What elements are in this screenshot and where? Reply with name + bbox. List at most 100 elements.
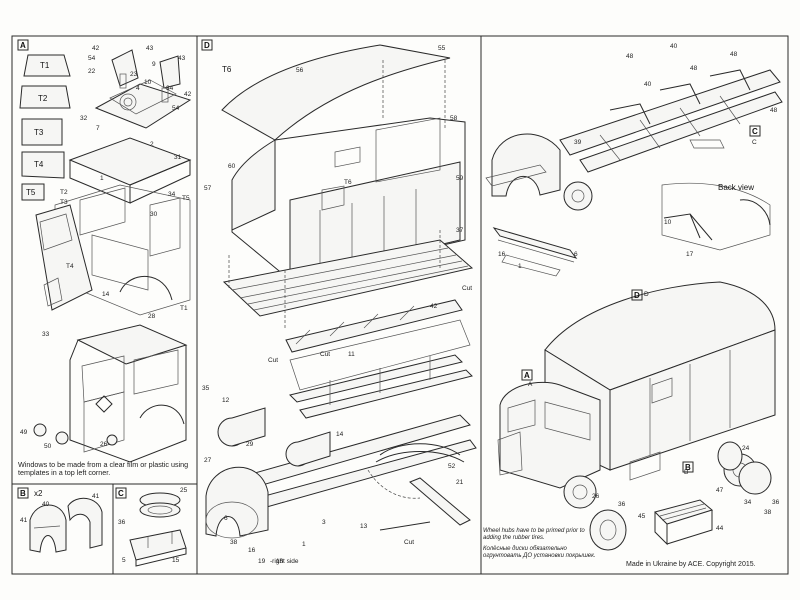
part-number: 39 [574,139,582,146]
chassis-frame [485,69,783,211]
part-number: 6 [224,515,228,522]
part-number: 26 [100,441,108,448]
seat-assembly [94,49,192,129]
part-number: 48 [730,51,738,58]
part-number: 47 [716,487,724,494]
part-number: 1 [518,263,522,270]
part-number: 57 [204,185,212,192]
cab-assembly-lower [33,324,188,463]
part-number: 58 [450,115,458,122]
part-number: 1 [100,175,104,182]
part-number: 36 [772,499,780,506]
part-number: 15 [172,557,180,564]
part-number: T1 [180,305,188,312]
cut-label-3: Cut [320,351,330,358]
part-number: D [644,291,649,298]
part-number: 29 [246,441,254,448]
part-number: 36 [118,519,126,526]
part-number: 45 [638,513,646,520]
part-number: 23 [130,71,138,78]
part-number: 31 [174,154,182,161]
body-box [221,44,466,281]
part-number: T3 [60,199,68,206]
section-box-d [201,39,213,51]
template-label-t6: T6 [222,65,232,74]
part-number: 5 [122,557,126,564]
section-box-a [17,39,29,51]
part-number: 55 [438,45,446,52]
part-number: 2 [150,141,154,148]
side-wall [289,161,461,281]
part-number: 21 [456,479,464,486]
part-number: 54 [172,105,180,112]
part-number: 42 [92,45,100,52]
part-number: A [528,381,533,388]
part-numbers-d: 55 56 58 60 57 T6 59 37 42 11 35 12 29 1… [202,43,780,565]
part-number: 6 [574,251,578,258]
part-number: 27 [204,457,212,464]
part-number: 42 [184,91,192,98]
section-box-b [17,487,29,499]
copyright-text: Made in Ukraine by ACE. Copyright 2015. [626,561,756,568]
part-number: 36 [618,501,626,508]
loose-parts-bottom [589,441,743,551]
part-number: 11 [348,351,355,358]
windows-note: Windows to be made from a clear film or … [18,460,189,478]
section-label-d: D [204,41,210,50]
truck-body-side [609,329,776,471]
section-label-a: A [20,41,26,50]
back-view-label: Back view [718,183,754,192]
part-number: 48 [626,53,634,60]
part-number: 50 [44,443,52,450]
subframe [285,299,473,419]
part-number: 22 [88,68,96,75]
part-number: 41 [92,493,100,500]
part-number: T2 [60,189,68,196]
part-number: 52 [448,463,456,470]
part-number: T4 [66,263,74,270]
roof-panel [221,44,451,141]
part-number: 37 [456,227,464,234]
window-templates [19,54,71,201]
callout-a-right: A [524,371,530,380]
part-number: 12 [222,397,230,404]
part-numbers-c: 25 36 5 15 [118,487,188,564]
wheel-hubs-note-ru: Колёсные диски обязательно огрунтовать Д… [483,546,596,559]
part-number: 28 [148,313,156,320]
part-number: 18 [276,558,284,565]
part-number: 19 [258,558,266,565]
template-label-t3: T3 [34,128,44,137]
callout-b-right: B [685,463,691,472]
truck-roof [544,281,776,391]
part-number: 10 [144,79,152,86]
part-number: 40 [670,43,678,50]
finished-truck [497,281,776,509]
back-view [661,182,771,251]
part-number: 35 [202,385,210,392]
part-number: T5 [182,195,190,202]
right-side-label: -right side [270,558,299,565]
part-number: 34 [168,191,176,198]
part-number: 43 [146,45,154,52]
part-number: 42 [430,303,438,310]
part-number: 32 [80,115,88,122]
part-number: 9 [152,61,156,68]
part-number: 48 [690,65,698,72]
template-label-t4: T4 [34,160,44,169]
part-number: 33 [42,331,50,338]
part-number: 38 [230,539,238,546]
truck-cab [499,381,601,489]
template-label-t5: T5 [26,188,36,197]
template-t3-shape [21,118,63,146]
part-numbers-a: 42 43 54 22 9 23 4 10 34 43 42 54 32 7 2… [20,45,192,450]
template-t4-shape [21,151,65,179]
part-number: 14 [102,291,110,298]
part-number: 54 [88,55,96,62]
part-number: 49 [20,429,28,436]
template-t5-shape [21,183,45,201]
template-label-t1: T1 [40,61,50,70]
part-number: T6 [344,179,352,186]
